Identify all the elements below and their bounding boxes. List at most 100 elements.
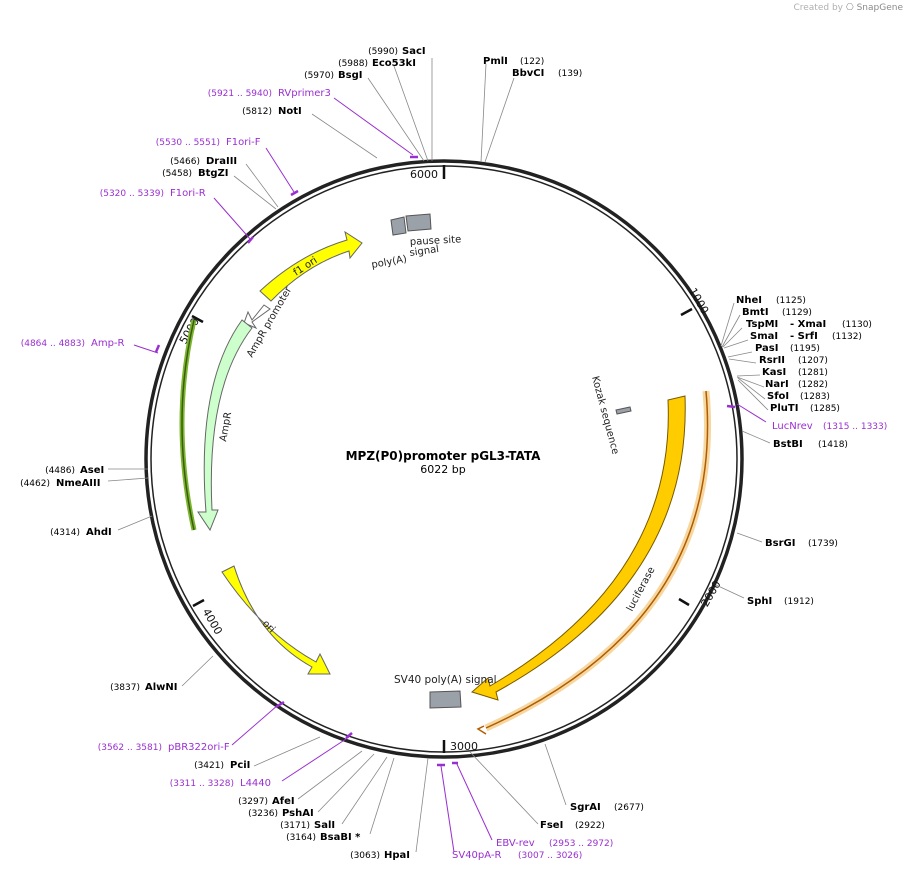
- feature-label-polya-signal: poly(A): [371, 254, 408, 271]
- enzyme-sfoi[interactable]: SfoI(1283): [767, 391, 830, 402]
- enzyme-name: PluTI: [770, 403, 798, 414]
- enzyme-bsabi[interactable]: (3164)BsaBI *: [286, 832, 361, 843]
- enzyme-bbvci[interactable]: BbvCI(139): [512, 68, 582, 79]
- enzyme-eco53ki[interactable]: (5988)Eco53kI: [338, 58, 416, 69]
- enzyme-name: BbvCI: [512, 68, 544, 79]
- feature-ori[interactable]: ori: [221, 565, 331, 675]
- enzyme-sgrai[interactable]: SgrAI(2677): [570, 802, 644, 813]
- feature-f1-ori[interactable]: f1 ori: [259, 230, 363, 302]
- enzyme-asei[interactable]: (4486)AseI: [45, 465, 104, 476]
- enzyme-saci[interactable]: (5990)SacI: [368, 46, 426, 57]
- primer-sv40pa-r[interactable]: SV40pA-R(3007 .. 3026): [452, 850, 582, 861]
- enzyme-pos: (1281): [798, 368, 828, 378]
- enzyme-bstbi[interactable]: BstBI(1418): [773, 439, 848, 450]
- tick-4000: [192, 598, 205, 608]
- enzyme-noti[interactable]: (5812)NotI: [242, 106, 302, 117]
- enzyme-ahdi[interactable]: (4314)AhdI: [50, 527, 112, 538]
- enzyme-pos: (1207): [798, 356, 828, 366]
- tick-2000: [678, 597, 690, 607]
- tick-marks: [191, 165, 693, 753]
- primer-name: L4440: [240, 778, 271, 789]
- primer-ebv-rev[interactable]: EBV-rev(2953 .. 2972): [496, 838, 613, 849]
- enzyme-pos: (5812): [242, 107, 272, 117]
- plasmid-title: MPZ(P0)promoter pGL3-TATA: [346, 449, 542, 463]
- tick-1000: [680, 307, 693, 317]
- enzyme-name: PciI: [230, 760, 250, 771]
- primer-l4440[interactable]: (3311 .. 3328)L4440: [170, 778, 271, 789]
- enzyme-nari[interactable]: NarI(1282): [765, 379, 828, 390]
- enzyme-bmti[interactable]: BmtI(1129): [742, 307, 812, 318]
- enzyme-name: AfeI: [272, 796, 295, 807]
- primer-leader-lines: [133, 97, 767, 853]
- primer-range: (5320 .. 5339): [100, 189, 164, 199]
- feature-ampr[interactable]: AmpR: [197, 319, 253, 532]
- feature-kozak[interactable]: Kozak sequence: [589, 375, 632, 456]
- enzyme-name: BmtI: [742, 307, 769, 318]
- feature-polya-signal[interactable]: poly(A) signal: [371, 216, 440, 271]
- enzyme-name: NarI: [765, 379, 789, 390]
- enzyme-fsei[interactable]: FseI(2922): [540, 820, 605, 831]
- credit-brand: SnapGene: [856, 3, 903, 13]
- enzyme-pos: (3236): [248, 809, 278, 819]
- primer-name: Amp-R: [91, 338, 125, 349]
- primer-f1ori-r[interactable]: (5320 .. 5339)F1ori-R: [100, 188, 206, 199]
- enzyme-alwni[interactable]: (3837)AlwNI: [110, 682, 177, 693]
- enzyme-name: SmaI: [750, 331, 778, 342]
- primer-range: (4864 .. 4883): [21, 339, 85, 349]
- enzyme-tspmi[interactable]: TspMI- XmaI(1130): [746, 319, 872, 330]
- primer-range: (3562 .. 3581): [98, 743, 162, 753]
- enzyme-nmeaiii[interactable]: (4462)NmeAIII: [20, 478, 100, 489]
- primer-name: LucNrev: [772, 421, 813, 432]
- enzyme-name: HpaI: [384, 850, 410, 861]
- feature-sv40-polya[interactable]: SV40 poly(A) signal: [394, 674, 497, 709]
- enzyme-name: SphI: [747, 596, 772, 607]
- primer-f1ori-f[interactable]: (5530 .. 5551)F1ori-F: [156, 137, 261, 148]
- feature-luciferase[interactable]: luciferase: [470, 395, 686, 701]
- enzyme-nhei[interactable]: NheI (1125): [736, 295, 806, 306]
- enzyme-draiii[interactable]: (5466)DraIII: [170, 156, 237, 167]
- primer-rvprimer3[interactable]: (5921 .. 5940)RVprimer3: [208, 88, 331, 99]
- enzyme-pos: (1132): [832, 332, 862, 342]
- feature-label-kozak: Kozak sequence: [589, 375, 621, 456]
- enzyme-bsrgi[interactable]: BsrGI(1739): [765, 538, 838, 549]
- tick-5000: [191, 314, 204, 324]
- feature-pause-site[interactable]: pause site: [405, 213, 462, 248]
- enzyme-pos: (3063): [350, 851, 380, 861]
- primer-pbr322ori-f[interactable]: (3562 .. 3581)pBR322ori-F: [98, 742, 230, 753]
- enzyme-pos: (4462): [20, 479, 50, 489]
- enzyme-pmli[interactable]: PmlI(122): [483, 56, 544, 67]
- enzyme-pcii[interactable]: (3421)PciI: [194, 760, 250, 771]
- enzyme-pluti[interactable]: PluTI(1285): [770, 403, 840, 414]
- enzyme-pshai[interactable]: (3236)PshAI: [248, 808, 314, 819]
- enzyme-pos: (1195): [790, 344, 820, 354]
- enzyme-name: NheI: [736, 295, 762, 306]
- enzyme-kasi[interactable]: KasI(1281): [762, 367, 828, 378]
- backbone-outer: [144, 159, 744, 759]
- enzyme-pos: (1125): [776, 296, 806, 306]
- enzyme-pasi[interactable]: PasI(1195): [755, 343, 820, 354]
- tick-label-2000: 2000: [698, 578, 723, 609]
- enzyme-labels: (5990)SacI (5988)Eco53kI (5970)BsgI (581…: [20, 46, 872, 861]
- enzyme-sali[interactable]: (3171)SalI: [280, 820, 335, 831]
- tick-label-3000: 3000: [450, 740, 478, 753]
- enzyme-pos: (5458): [162, 169, 192, 179]
- enzyme-pos: (3164): [286, 833, 316, 843]
- primer-lucnrev[interactable]: LucNrev(1315 .. 1333): [772, 421, 887, 432]
- enzyme-pos: (1739): [808, 539, 838, 549]
- enzyme-btgzi[interactable]: (5458) BtgZI: [162, 168, 228, 179]
- enzyme-pos: (5990): [368, 47, 398, 57]
- enzyme-name: SfoI: [767, 391, 789, 402]
- feature-label-sv40-polya: SV40 poly(A) signal: [394, 674, 497, 686]
- ampr-gene-track-inner: [181, 319, 195, 531]
- enzyme-sphi[interactable]: SphI(1912): [747, 596, 814, 607]
- enzyme-bsgi[interactable]: (5970)BsgI: [304, 70, 362, 81]
- enzyme-name: BtgZI: [198, 168, 229, 179]
- enzyme-rsrii[interactable]: RsrII(1207): [759, 355, 828, 366]
- feature-label-polya-signal-2: signal: [409, 244, 440, 259]
- enzyme-smai[interactable]: SmaI- SrfI(1132): [750, 331, 862, 342]
- credit-prefix: Created by: [793, 3, 843, 13]
- enzyme-hpai[interactable]: (3063) HpaI: [350, 850, 410, 861]
- primer-name: SV40pA-R: [452, 850, 501, 861]
- primer-amp-r[interactable]: (4864 .. 4883) Amp-R: [21, 338, 125, 349]
- enzyme-afei[interactable]: (3297)AfeI: [238, 796, 295, 807]
